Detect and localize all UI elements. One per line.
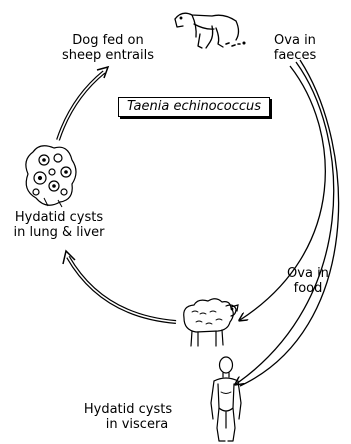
ova-food-line2: food xyxy=(280,281,336,296)
cysts-lung-line1: Hydatid cysts xyxy=(4,210,114,225)
human-icon xyxy=(211,357,241,441)
sheep-icon xyxy=(184,299,238,346)
human-cysts-line2: in viscera xyxy=(72,417,184,432)
human-cysts-label: Hydatid cysts in viscera xyxy=(72,402,184,432)
cyst-icon xyxy=(26,146,76,207)
dog-label-line1: Dog fed on xyxy=(58,33,158,48)
ova-faeces-label: Ova in faeces xyxy=(258,33,332,63)
arrow-sheep-to-cysts xyxy=(63,251,176,322)
human-cysts-line1: Hydatid cysts xyxy=(72,402,184,417)
dog-label-line2: sheep entrails xyxy=(58,48,158,63)
ova-food-line1: Ova in xyxy=(280,266,336,281)
arrow-cysts-to-dog xyxy=(58,67,108,140)
cysts-lung-label: Hydatid cysts in lung & liver xyxy=(4,210,114,240)
dog-label: Dog fed on sheep entrails xyxy=(58,33,158,63)
ova-faeces-line2: faeces xyxy=(258,48,332,63)
diagram-title: Taenia echinococcus xyxy=(118,97,270,117)
ova-food-label: Ova in food xyxy=(280,266,336,296)
dog-icon xyxy=(175,13,245,48)
cysts-lung-line2: in lung & liver xyxy=(4,225,114,240)
ova-faeces-line1: Ova in xyxy=(258,33,332,48)
